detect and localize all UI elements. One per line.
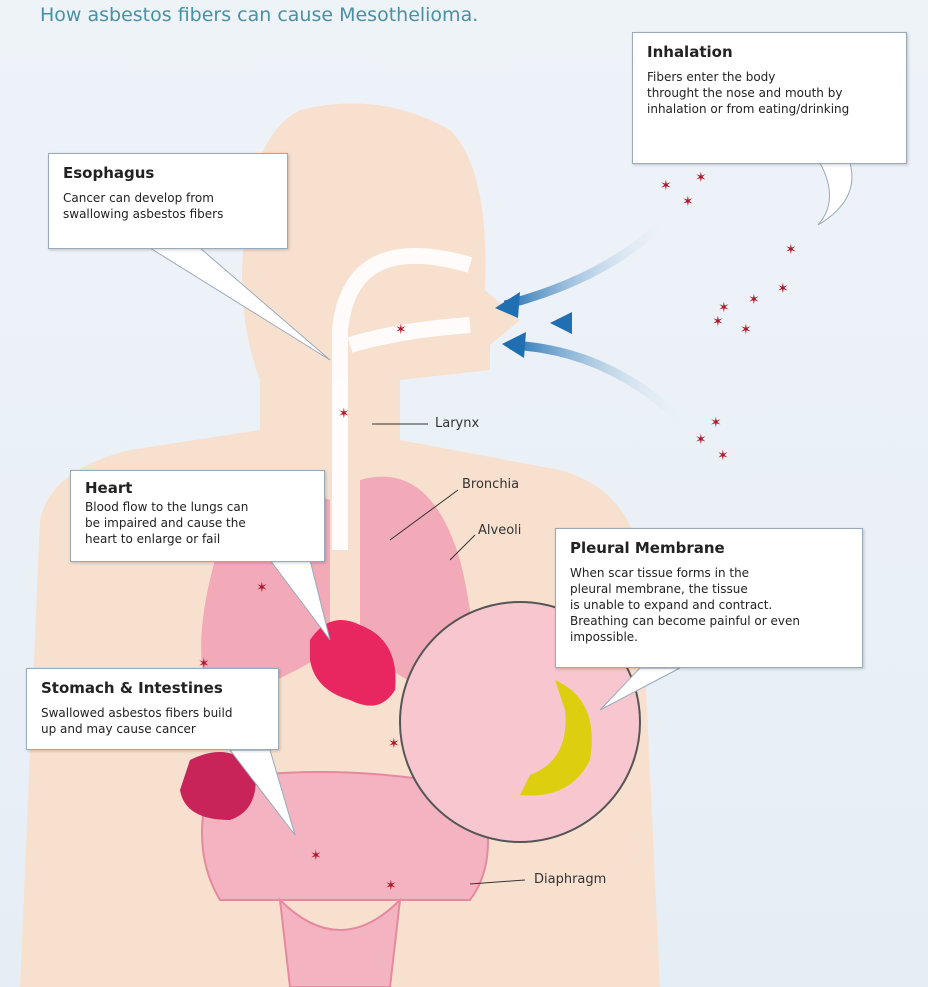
svg-text:✶: ✶ (385, 878, 397, 894)
svg-text:✶: ✶ (395, 322, 407, 338)
callout-title: Inhalation (647, 43, 733, 61)
callout-text: When scar tissue forms in the pleural me… (570, 566, 800, 644)
callout-pointers (148, 162, 853, 836)
callout-title: Stomach & Intestines (41, 679, 223, 697)
svg-text:✶: ✶ (777, 281, 789, 297)
svg-text:✶: ✶ (710, 415, 722, 431)
label-larynx: Larynx (435, 416, 480, 431)
subtitle: How asbestos fibers can cause Mesothelio… (40, 4, 479, 26)
svg-text:✶: ✶ (695, 432, 707, 448)
callout-text: Swallowed asbestos fibers build up and m… (41, 706, 233, 736)
svg-text:✶: ✶ (682, 194, 694, 210)
label-bronchia: Bronchia (462, 477, 520, 492)
callout-title: Pleural Membrane (570, 539, 725, 557)
kidney (180, 752, 256, 820)
callout-title: Heart (85, 479, 133, 497)
airway (332, 247, 473, 550)
svg-text:✶: ✶ (718, 300, 730, 316)
label-alveoli: Alveoli (478, 523, 522, 538)
label-diaphragm: Diaphragm (534, 872, 607, 887)
pleural-scar (520, 680, 592, 796)
svg-text:✶: ✶ (712, 314, 724, 330)
svg-text:✶: ✶ (310, 848, 322, 864)
svg-text:✶: ✶ (256, 580, 268, 596)
svg-text:✶: ✶ (338, 406, 350, 422)
callout-text: Fibers enter the body throught the nose … (647, 70, 850, 116)
callout-title: Esophagus (63, 164, 155, 182)
arrowheads (495, 292, 572, 358)
svg-text:✶: ✶ (198, 656, 210, 672)
svg-text:✶: ✶ (660, 178, 672, 194)
svg-text:✶: ✶ (740, 322, 752, 338)
callout-text: Cancer can develop from swallowing asbes… (63, 191, 224, 221)
svg-text:✶: ✶ (785, 242, 797, 258)
heart (310, 620, 396, 706)
svg-text:✶: ✶ (717, 448, 729, 464)
callout-text: Blood flow to the lungs can be impaired … (85, 500, 249, 546)
svg-text:✶: ✶ (388, 736, 400, 752)
svg-text:✶: ✶ (748, 292, 760, 308)
svg-text:✶: ✶ (695, 170, 707, 186)
asbestos-fibers: ✶✶✶✶ ✶✶✶✶✶ ✶✶✶✶✶ ✶✶✶✶✶ (198, 170, 797, 894)
leader-lines (372, 423, 526, 885)
inhalation-arrows (503, 202, 704, 443)
